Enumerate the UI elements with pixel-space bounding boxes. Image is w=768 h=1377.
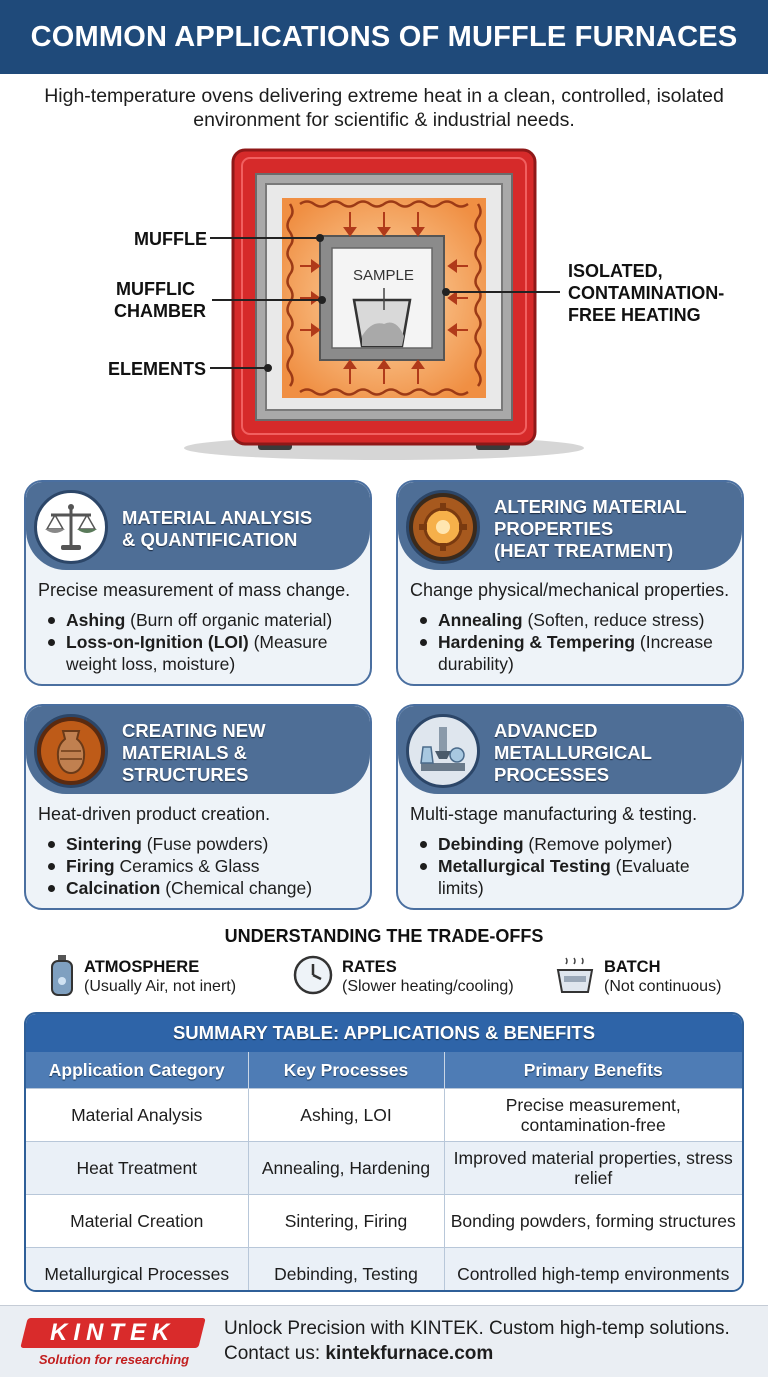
label-chamber-line2: CHAMBER bbox=[114, 301, 206, 321]
card-list: Debinding (Remove polymer) Metallurgical… bbox=[410, 833, 734, 899]
card-body: Heat-driven product creation. Sintering … bbox=[38, 804, 362, 899]
list-item: Sintering (Fuse powders) bbox=[38, 833, 362, 855]
table-cell: Material Analysis bbox=[26, 1088, 249, 1142]
card-body: Precise measurement of mass change. Ashi… bbox=[38, 580, 362, 675]
table-cell: Improved material properties, stress rel… bbox=[444, 1141, 742, 1195]
card-material-analysis: MATERIAL ANALYSIS& QUANTIFICATION Precis… bbox=[24, 480, 372, 686]
page-title: COMMON APPLICATIONS OF MUFFLE FURNACES bbox=[30, 20, 738, 53]
glowing-gear-icon bbox=[406, 490, 480, 564]
table-cell: Controlled high-temp environments bbox=[444, 1247, 742, 1290]
label-isolated-line1: ISOLATED, bbox=[568, 261, 663, 281]
table-row: Metallurgical Processes Debinding, Testi… bbox=[26, 1247, 742, 1290]
table-row: Heat Treatment Annealing, Hardening Impr… bbox=[26, 1141, 742, 1195]
card-body: Multi-stage manufacturing & testing. Deb… bbox=[410, 804, 734, 899]
kintek-logo: KINTEK bbox=[20, 1318, 206, 1348]
label-muffle: MUFFLE bbox=[134, 229, 207, 249]
lab-equipment-icon bbox=[406, 714, 480, 788]
label-chamber-line1: MUFFLIC bbox=[116, 279, 195, 299]
table-cell: Heat Treatment bbox=[26, 1141, 249, 1195]
table-cell: Metallurgical Processes bbox=[26, 1247, 249, 1290]
summary-table: SUMMARY TABLE: APPLICATIONS & BENEFITS A… bbox=[24, 1012, 744, 1292]
table-cell: Debinding, Testing bbox=[248, 1247, 445, 1290]
list-item: Hardening & Tempering (Increase durabili… bbox=[410, 631, 734, 675]
balance-scale-icon bbox=[34, 490, 108, 564]
table-cell: Sintering, Firing bbox=[248, 1194, 445, 1248]
list-item: Calcination (Chemical change) bbox=[38, 877, 362, 899]
gas-cylinder-icon bbox=[48, 953, 76, 1002]
tradeoffs-heading: UNDERSTANDING THE TRADE-OFFS bbox=[224, 926, 544, 946]
table-cell: Bonding powders, forming structures bbox=[444, 1194, 742, 1248]
card-description: Multi-stage manufacturing & testing. bbox=[410, 804, 698, 824]
furnace-diagram: MUFFLE MUFFLIC CHAMBER ELEMENTS SAMPLE I… bbox=[0, 140, 768, 470]
contact-link[interactable]: kintekfurnace.com bbox=[325, 1343, 494, 1364]
heat-arrows bbox=[300, 212, 468, 384]
list-item: Metallurgical Testing (Evaluate limits) bbox=[410, 855, 734, 899]
furnace-body-highlight bbox=[241, 157, 527, 435]
header-banner: COMMON APPLICATIONS OF MUFFLE FURNACES bbox=[0, 0, 768, 74]
summary-table-grid: Application Category Key Processes Prima… bbox=[26, 1052, 742, 1290]
summary-table-title: SUMMARY TABLE: APPLICATIONS & BENEFITS bbox=[26, 1014, 742, 1052]
label-elements: ELEMENTS bbox=[108, 359, 207, 379]
card-body: Change physical/mechanical properties. A… bbox=[410, 580, 734, 675]
footer: KINTEK Solution for researching Unlock P… bbox=[0, 1305, 768, 1377]
card-header: MATERIAL ANALYSIS& QUANTIFICATION bbox=[26, 482, 370, 570]
list-item: Loss-on-Ignition (LOI) (Measure weight l… bbox=[38, 631, 362, 675]
batch-tray-icon bbox=[554, 954, 596, 1001]
sample-powder bbox=[362, 322, 404, 346]
heating-element-right bbox=[474, 203, 482, 387]
furnace-illustration bbox=[184, 148, 584, 460]
tradeoff-atmosphere: ATMOSPHERE (Usually Air, not inert) bbox=[48, 954, 236, 1000]
card-description: Precise measurement of mass change. bbox=[38, 580, 351, 600]
tradeoff-rates: RATES (Slower heating/cooling) bbox=[292, 954, 514, 1000]
footer-text: Unlock Precision with KINTEK. Custom hig… bbox=[224, 1316, 730, 1366]
heating-element-top bbox=[299, 200, 469, 208]
ceramic-vase-icon bbox=[34, 714, 108, 788]
table-cell: Material Creation bbox=[26, 1194, 249, 1248]
card-list: Annealing (Soften, reduce stress) Harden… bbox=[410, 609, 734, 675]
label-isolated-line2: CONTAMINATION- bbox=[568, 283, 725, 303]
list-item: Firing Ceramics & Glass bbox=[38, 855, 362, 877]
table-header-cell: Primary Benefits bbox=[444, 1052, 742, 1089]
table-cell: Annealing, Hardening bbox=[248, 1141, 445, 1195]
footer-line1: Unlock Precision with KINTEK. Custom hig… bbox=[224, 1318, 730, 1339]
logo-tagline: Solution for researching bbox=[38, 1352, 190, 1367]
footer-line2: Contact us: kintekfurnace.com bbox=[224, 1343, 494, 1364]
list-item: Ashing (Burn off organic material) bbox=[38, 609, 362, 631]
table-header-cell: Key Processes bbox=[248, 1052, 445, 1089]
card-list: Sintering (Fuse powders) Firing Ceramics… bbox=[38, 833, 362, 899]
label-isolated-line3: FREE HEATING bbox=[568, 305, 701, 325]
heating-element-left bbox=[286, 203, 294, 387]
table-row: Material Analysis Ashing, LOI Precise me… bbox=[26, 1088, 742, 1142]
card-list: Ashing (Burn off organic material) Loss-… bbox=[38, 609, 362, 675]
table-row: Material Creation Sintering, Firing Bond… bbox=[26, 1194, 742, 1248]
card-description: Change physical/mechanical properties. bbox=[410, 580, 730, 600]
label-leaders bbox=[210, 234, 560, 372]
table-cell: Precise measurement, contamination-free bbox=[444, 1088, 742, 1142]
label-sample: SAMPLE bbox=[353, 267, 414, 284]
list-item: Annealing (Soften, reduce stress) bbox=[410, 609, 734, 631]
table-header-cell: Application Category bbox=[26, 1052, 249, 1089]
card-description: Heat-driven product creation. bbox=[38, 804, 271, 824]
tradeoff-batch: BATCH (Not continuous) bbox=[554, 954, 721, 1000]
clock-icon bbox=[292, 954, 334, 1001]
page-subtitle: High-temperature ovens delivering extrem… bbox=[44, 85, 724, 131]
table-cell: Ashing, LOI bbox=[248, 1088, 445, 1142]
table-header-row: Application Category Key Processes Prima… bbox=[26, 1052, 742, 1089]
list-item: Debinding (Remove polymer) bbox=[410, 833, 734, 855]
card-title: MATERIAL ANALYSIS& QUANTIFICATION bbox=[122, 507, 313, 550]
heating-element-bottom bbox=[299, 388, 469, 396]
